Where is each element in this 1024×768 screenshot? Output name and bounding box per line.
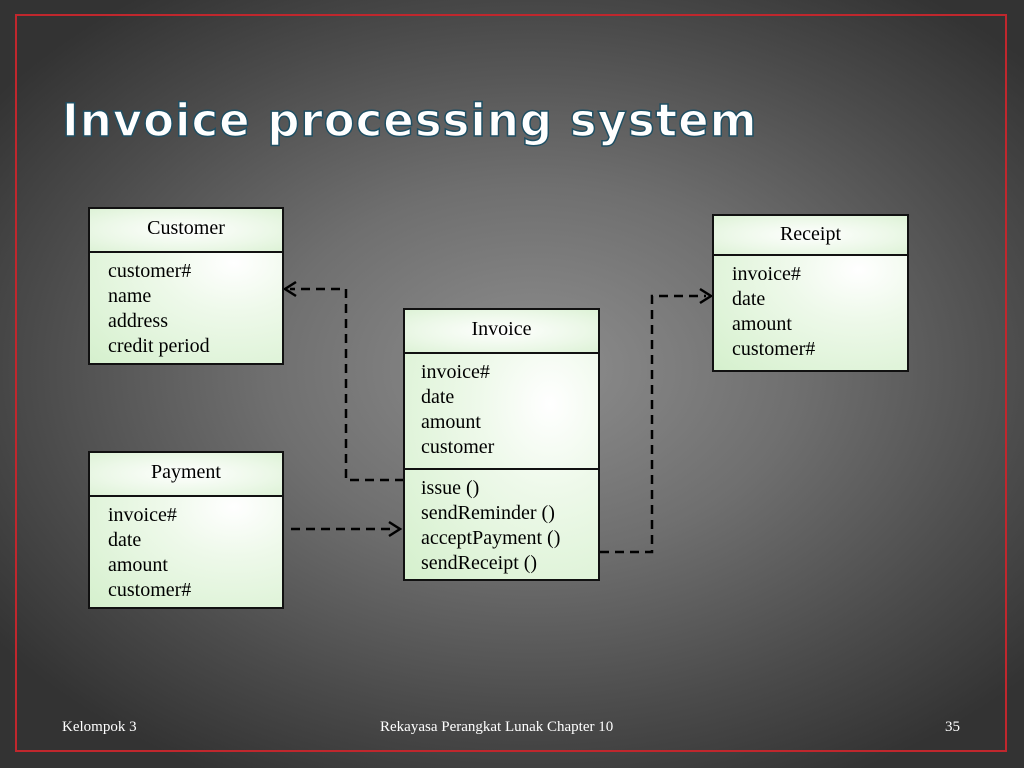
attribute: invoice# bbox=[421, 361, 490, 383]
slide-frame bbox=[15, 14, 1007, 752]
attribute: amount bbox=[108, 554, 168, 576]
connector-invoice-to-receipt bbox=[600, 294, 706, 554]
class-customer: Customer customer# name address credit p… bbox=[88, 207, 284, 365]
attribute: customer# bbox=[108, 579, 192, 601]
attribute: amount bbox=[421, 411, 481, 433]
class-invoice-attributes: invoice# date amount customer bbox=[405, 354, 598, 468]
class-invoice: Invoice invoice# date amount customer is… bbox=[403, 308, 600, 581]
page-number: 35 bbox=[945, 719, 960, 735]
attribute: date bbox=[732, 288, 766, 310]
footer-left: Kelompok 3 bbox=[62, 719, 137, 735]
class-customer-attributes: customer# name address credit period bbox=[90, 253, 282, 359]
slide-title: Invoice processing system bbox=[61, 93, 758, 148]
class-payment: Payment invoice# date amount customer# bbox=[88, 451, 284, 609]
attribute: date bbox=[421, 386, 455, 408]
operation: sendReminder () bbox=[421, 502, 555, 524]
attribute: credit period bbox=[108, 335, 210, 357]
class-invoice-operations: issue () sendReminder () acceptPayment (… bbox=[405, 468, 598, 576]
attribute: date bbox=[108, 529, 142, 551]
attribute: name bbox=[108, 285, 152, 307]
attribute: invoice# bbox=[732, 263, 801, 285]
class-payment-attributes: invoice# date amount customer# bbox=[90, 497, 282, 603]
class-receipt-name: Receipt bbox=[714, 216, 907, 256]
attribute: customer bbox=[421, 436, 495, 458]
operation: issue () bbox=[421, 477, 480, 499]
class-invoice-name: Invoice bbox=[405, 310, 598, 354]
attribute: amount bbox=[732, 313, 792, 335]
operation: acceptPayment () bbox=[421, 527, 561, 549]
connector-invoice-to-customer bbox=[290, 287, 404, 482]
attribute: customer# bbox=[108, 260, 192, 282]
arrowhead-receipt bbox=[699, 287, 714, 305]
arrowhead-customer bbox=[282, 280, 297, 298]
footer-center: Rekayasa Perangkat Lunak Chapter 10 bbox=[380, 719, 614, 735]
attribute: invoice# bbox=[108, 504, 177, 526]
class-receipt: Receipt invoice# date amount customer# bbox=[712, 214, 909, 372]
class-payment-name: Payment bbox=[90, 453, 282, 497]
arrowhead-invoice bbox=[388, 520, 403, 538]
attribute: address bbox=[108, 310, 168, 332]
class-receipt-attributes: invoice# date amount customer# bbox=[714, 256, 907, 362]
operation: sendReceipt () bbox=[421, 552, 538, 574]
class-customer-name: Customer bbox=[90, 209, 282, 253]
attribute: customer# bbox=[732, 338, 816, 360]
